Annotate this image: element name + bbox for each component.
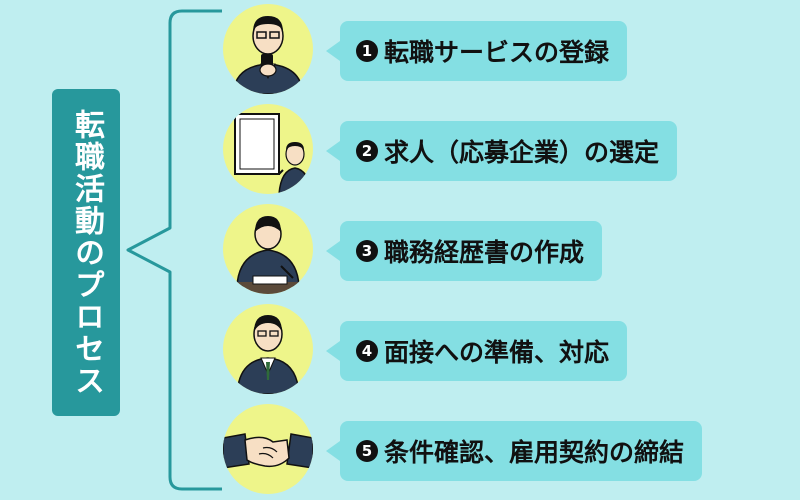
- step-number-badge: 2: [356, 140, 378, 162]
- step-1: 1 転職サービスの登録: [0, 4, 800, 94]
- step-4-label: 4 面接への準備、対応: [325, 321, 628, 381]
- step-number-badge: 4: [356, 340, 378, 362]
- signboard-user-icon: [223, 104, 313, 194]
- step-5: 5 条件確認、雇用契約の締結: [0, 404, 800, 494]
- step-1-label: 1 転職サービスの登録: [325, 21, 628, 81]
- interview-user-icon: [223, 304, 313, 394]
- step-label-text: 求人（応募企業）の選定: [384, 138, 660, 167]
- handshake-icon: [223, 404, 313, 494]
- step-5-label: 5 条件確認、雇用契約の締結: [325, 421, 703, 481]
- writing-user-icon: [223, 204, 313, 294]
- step-3-label: 3 職務経歴書の作成: [325, 221, 603, 281]
- step-label-text: 職務経歴書の作成: [384, 238, 585, 267]
- step-number-badge: 1: [356, 40, 378, 62]
- smartphone-user-icon: [223, 4, 313, 94]
- title-box: 転職活動のプロセス: [52, 89, 120, 416]
- step-4: 4 面接への準備、対応: [0, 304, 800, 394]
- step-number-badge: 5: [356, 440, 378, 462]
- page-title: 転職活動のプロセス: [69, 108, 104, 397]
- step-2-label: 2 求人（応募企業）の選定: [325, 121, 678, 181]
- step-label-text: 転職サービスの登録: [384, 38, 610, 67]
- step-number-badge: 3: [356, 240, 378, 262]
- step-2: 2 求人（応募企業）の選定: [0, 104, 800, 194]
- step-label-text: 面接への準備、対応: [384, 338, 610, 367]
- step-label-text: 条件確認、雇用契約の締結: [384, 438, 685, 467]
- step-3: 3 職務経歴書の作成: [0, 204, 800, 294]
